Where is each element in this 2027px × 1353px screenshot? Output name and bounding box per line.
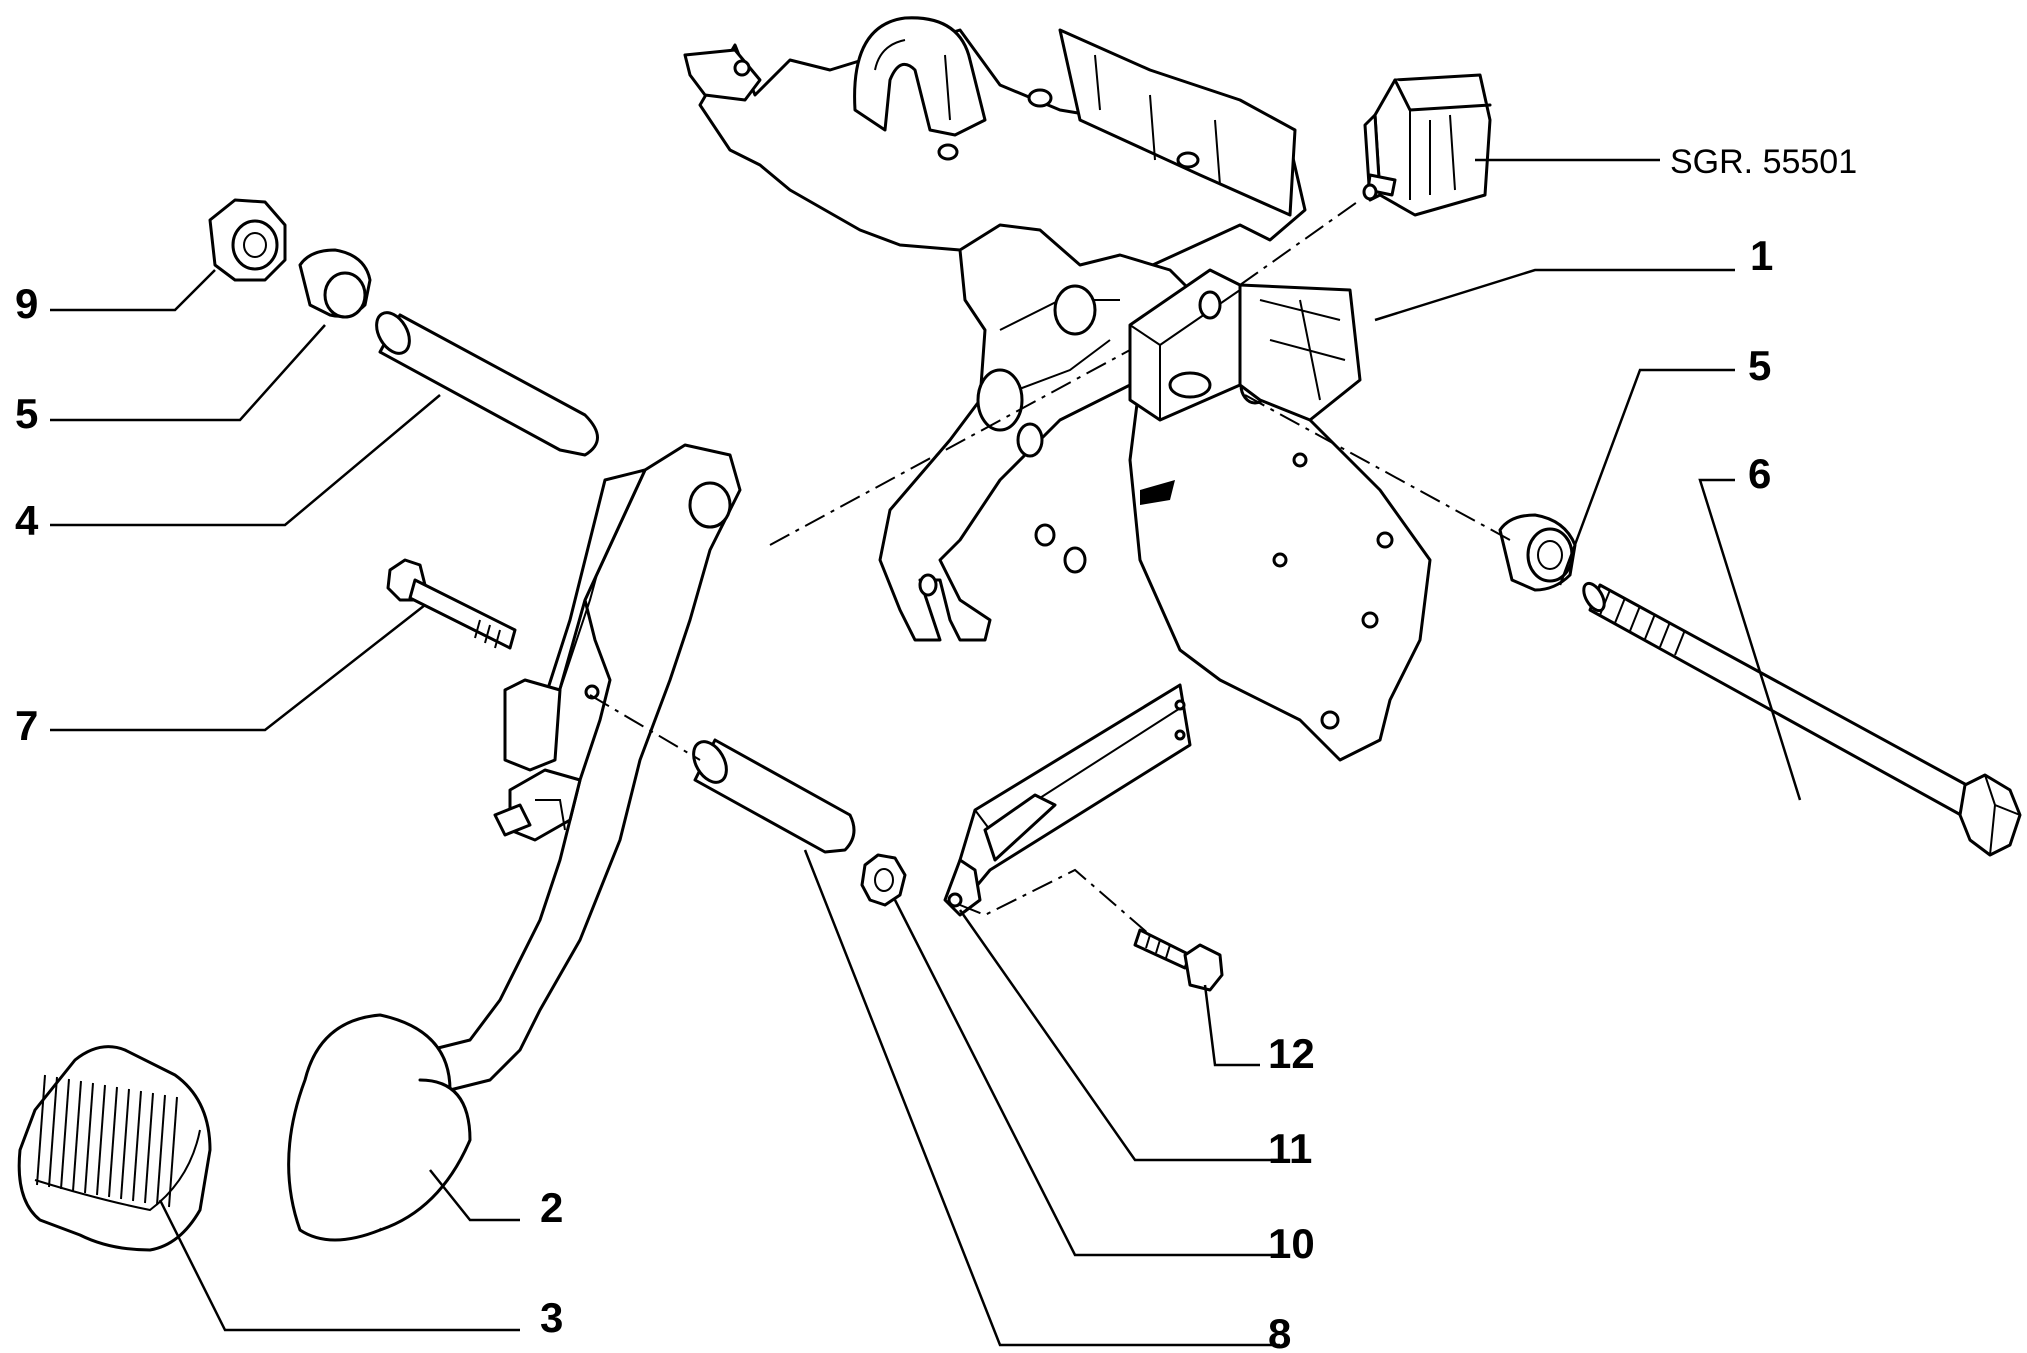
- pad-groove: [36, 1074, 46, 1186]
- callout-12: 12: [1268, 1030, 1315, 1077]
- pad-groove: [48, 1076, 58, 1188]
- callout-7: 7: [15, 702, 38, 749]
- bush-right: [1498, 513, 1577, 592]
- pedal-switch: [1362, 73, 1492, 217]
- pad-groove: [156, 1094, 166, 1206]
- callout-3: 3: [540, 1294, 563, 1341]
- pad-groove: [132, 1090, 142, 1202]
- callout-8: 8: [1268, 1310, 1291, 1353]
- callout-10: 10: [1268, 1220, 1315, 1267]
- pad-groove: [72, 1080, 82, 1192]
- callout-6: 6: [1748, 450, 1771, 497]
- pedal-bracket: [683, 16, 1432, 762]
- callout-4: 4: [15, 497, 39, 544]
- callouts: SGR. 55501 1 5 6 9 5 4 7 12 11 10 8 2 3: [15, 143, 1857, 1353]
- pad-groove: [144, 1092, 154, 1204]
- pad-groove: [60, 1078, 70, 1190]
- long-bolt: [1582, 581, 2022, 857]
- assembly-axes: [589, 199, 1511, 936]
- small-nut: [860, 853, 907, 907]
- pivot-sleeve: [375, 311, 599, 457]
- pedal-rubber-pad: [17, 1045, 212, 1252]
- pad-groove: [96, 1084, 106, 1196]
- pad-groove: [120, 1088, 130, 1200]
- nut: [208, 198, 287, 282]
- callout-11: 11: [1268, 1125, 1312, 1172]
- bush-left: [298, 248, 372, 319]
- callout-5-right: 5: [1748, 342, 1771, 389]
- callout-5-left: 5: [15, 390, 38, 437]
- reference-label: SGR. 55501: [1670, 143, 1857, 181]
- pad-groove: [84, 1082, 94, 1194]
- pad-groove: [168, 1096, 178, 1208]
- callout-9: 9: [15, 280, 38, 327]
- bracket-plate: [943, 683, 1192, 917]
- callout-2: 2: [540, 1184, 563, 1231]
- spacer-sleeve: [692, 738, 856, 854]
- pad-groove: [108, 1086, 118, 1198]
- leader-lines: [50, 158, 1802, 1347]
- screw-12: [1133, 928, 1224, 992]
- pedal-arm: [287, 443, 742, 1242]
- callout-1: 1: [1750, 232, 1773, 279]
- bolt-7: [386, 558, 517, 650]
